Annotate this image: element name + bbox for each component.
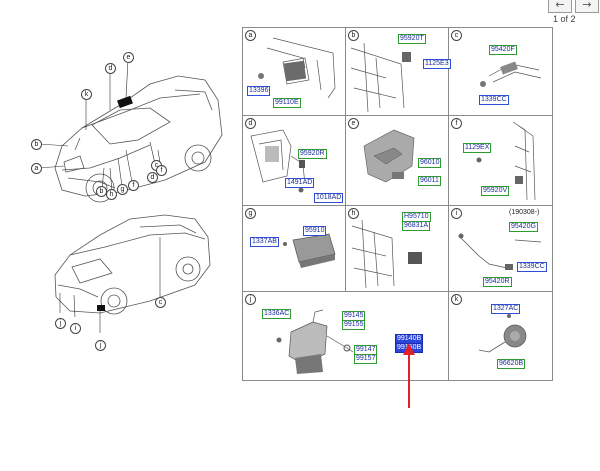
part-number-tag[interactable]: 99110E: [273, 98, 301, 108]
part-h-drawing: [351, 219, 422, 289]
part-number-tag-highlighted[interactable]: 99150B: [395, 343, 424, 353]
callout-e: e: [123, 52, 134, 63]
part-number-tag[interactable]: 1491AD: [285, 178, 315, 188]
cell-a: a 13396 99110E: [243, 28, 346, 116]
cell-letter: a: [245, 30, 256, 41]
part-number-tag[interactable]: 1339CC: [517, 262, 547, 272]
cell-letter: b: [348, 30, 359, 41]
part-number-tag[interactable]: 95420G: [509, 222, 538, 232]
part-number-tag[interactable]: 1125E3: [423, 59, 451, 69]
part-number-tag[interactable]: 95420F: [489, 45, 517, 55]
part-number-tag[interactable]: 1327AC: [491, 304, 521, 314]
part-number-tag[interactable]: 95920V: [481, 186, 510, 196]
cell-c: c 95420F 1339CC: [449, 28, 552, 116]
part-i-drawing: [458, 233, 542, 270]
callout-d2: d: [147, 172, 158, 183]
callout-d: d: [105, 63, 116, 74]
part-c-drawing: [480, 61, 542, 87]
part-number-tag[interactable]: 1018AD: [314, 193, 344, 203]
cell-letter: c: [451, 30, 462, 41]
parts-grid: a 13396 99110E b 95920T 1125E3 c: [242, 27, 553, 381]
part-f-drawing: [476, 121, 536, 201]
next-page-button[interactable]: →: [575, 0, 599, 13]
cell-g: g 1337AB 95910: [243, 206, 346, 292]
part-number-tag[interactable]: 96620B: [497, 359, 526, 369]
part-number-tag[interactable]: 96831A: [402, 221, 431, 231]
cell-letter: e: [348, 118, 359, 129]
cell-f: f 1129EX 95920V: [449, 116, 552, 206]
part-g-drawing: [283, 233, 336, 268]
callout-h: h: [106, 189, 117, 200]
callout-i: i: [70, 323, 81, 334]
part-e-drawing: [363, 129, 415, 183]
cell-letter: d: [245, 118, 256, 129]
callout-b: b: [31, 139, 42, 150]
callout-j2: j: [95, 340, 106, 351]
part-b-drawing: [350, 42, 411, 113]
part-number-tag[interactable]: 1336AC: [262, 309, 292, 319]
part-number-tag[interactable]: 99155: [342, 320, 366, 330]
callout-g: g: [117, 184, 128, 195]
part-number-tag[interactable]: 96011: [418, 176, 441, 186]
callout-j: j: [55, 318, 66, 329]
part-number-tag[interactable]: 96010: [418, 158, 442, 168]
cell-letter: k: [451, 294, 462, 305]
cell-j: j 1336AC 99145 99155 99147 99157 99140B …: [243, 292, 449, 380]
part-a-drawing: [258, 37, 336, 99]
part-number-tag[interactable]: 13396: [247, 86, 271, 96]
bottom-vehicle-drawing: [54, 214, 211, 333]
part-number-tag[interactable]: 1337AB: [250, 237, 279, 247]
cell-letter: h: [348, 208, 359, 219]
part-k-drawing: [478, 314, 527, 353]
cell-letter: f: [451, 118, 462, 129]
cell-letter: j: [245, 294, 256, 305]
cell-b: b 95920T 1125E3: [346, 28, 451, 116]
part-number-tag[interactable]: 95920R: [298, 149, 327, 159]
callout-a: a: [31, 163, 42, 174]
page-indicator: 1 of 2: [553, 14, 576, 24]
prev-page-button[interactable]: ←: [548, 0, 572, 13]
callout-f: f: [128, 180, 139, 191]
cell-letter: i: [451, 208, 462, 219]
part-number-tag[interactable]: 1129EX: [463, 143, 492, 153]
cell-k: k 1327AC 96620B: [449, 292, 552, 380]
cell-i: i (190308-) 95420G 1339CC 95420R: [449, 206, 552, 292]
callout-k: k: [81, 89, 92, 100]
cell-e: e 96010 96011: [346, 116, 449, 206]
cell-letter: g: [245, 208, 256, 219]
callout-f2: f: [156, 165, 167, 176]
part-number-tag[interactable]: 99157: [354, 354, 378, 364]
part-number-tag[interactable]: 95920T: [398, 34, 426, 44]
part-j-drawing: [276, 309, 354, 374]
part-number-tag[interactable]: 95910: [303, 226, 327, 236]
top-vehicle-drawing: [39, 59, 223, 203]
part-number-tag[interactable]: 95420R: [483, 277, 512, 287]
cell-d: d 95920R 1491AD 1018AD: [243, 116, 346, 206]
cell-h: h H95710 96831A: [346, 206, 449, 292]
part-number-tag[interactable]: 1339CC: [479, 95, 509, 105]
callout-c3: c: [155, 297, 166, 308]
date-note: (190308-): [509, 209, 540, 216]
